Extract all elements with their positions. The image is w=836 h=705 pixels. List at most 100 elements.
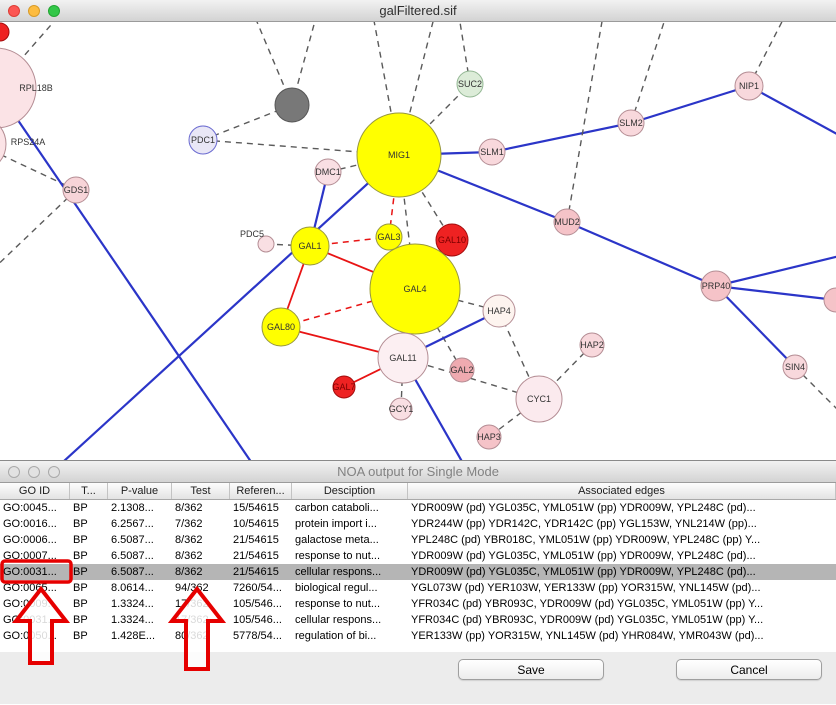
table-cell: BP: [73, 534, 88, 546]
network-edge[interactable]: [491, 121, 632, 154]
network-node-hap2[interactable]: [579, 332, 605, 358]
network-edge[interactable]: [400, 357, 404, 410]
table-cell: cellular respons...: [295, 614, 382, 626]
node-label: PDC5: [240, 229, 264, 239]
cancel-button[interactable]: Cancel: [676, 659, 822, 680]
network-edge[interactable]: [630, 84, 750, 125]
network-edge[interactable]: [715, 285, 796, 368]
table-cell: BP: [73, 630, 88, 642]
network-edge[interactable]: [630, 22, 668, 124]
network-node-pdc1[interactable]: [188, 125, 218, 155]
table-cell: 2.1308...: [111, 502, 154, 514]
network-edge[interactable]: [715, 284, 836, 302]
network-edge[interactable]: [566, 220, 717, 288]
network-node-mig1[interactable]: [356, 112, 442, 198]
table-cell: YGL073W (pd) YER103W, YER133W (pp) YOR31…: [411, 582, 761, 594]
table-cell: 7260/54...: [233, 582, 282, 594]
network-node-gal7[interactable]: [332, 375, 356, 399]
network-node-gcy1[interactable]: [389, 397, 413, 421]
network-node-mud2[interactable]: [553, 208, 581, 236]
column-header-5[interactable]: Desciption: [292, 483, 408, 499]
network-node-gds1[interactable]: [62, 176, 90, 204]
network-canvas[interactable]: RPL18BRPS24AGDS1PDC1DMC1MIG1SUC2SLM1SLM2…: [0, 22, 836, 460]
table-cell: 6.2567...: [111, 518, 154, 530]
network-node-gal4[interactable]: [369, 243, 461, 335]
zoom-icon[interactable]: [48, 466, 60, 478]
network-node-pdc5[interactable]: [257, 235, 275, 253]
table-cell: 8/362: [175, 502, 203, 514]
table-cell: 17/362: [175, 598, 209, 610]
zoom-icon[interactable]: [48, 5, 60, 17]
network-node-cyc1[interactable]: [515, 375, 563, 423]
noa-window-titlebar[interactable]: NOA output for Single Mode: [0, 461, 836, 483]
network-edge[interactable]: [566, 22, 604, 223]
table-cell: YER133W (pp) YOR315W, YNL145W (pd) YHR08…: [411, 630, 764, 642]
network-node-gal2[interactable]: [449, 357, 475, 383]
network-node-msn[interactable]: [823, 287, 836, 313]
minimize-icon[interactable]: [28, 5, 40, 17]
column-header-1[interactable]: T...: [70, 483, 108, 499]
network-edge[interactable]: [538, 344, 593, 400]
column-header-2[interactable]: P-value: [108, 483, 172, 499]
table-cell: 8.0614...: [111, 582, 154, 594]
network-node-gal11[interactable]: [377, 332, 429, 384]
table-cell: regulation of bi...: [295, 630, 377, 642]
table-cell: YDR009W (pd) YGL035C, YML051W (pp) YDR00…: [411, 566, 756, 578]
network-node-gray[interactable]: [274, 87, 310, 123]
minimize-icon[interactable]: [28, 466, 40, 478]
table-cell: GO:0031...: [3, 614, 57, 626]
network-node-rps24a[interactable]: [0, 116, 7, 172]
network-node-hap4[interactable]: [482, 294, 516, 328]
network-node-sin4[interactable]: [782, 354, 808, 380]
table-cell: biological regul...: [295, 582, 378, 594]
table-cell: YFR034C (pd) YBR093C, YDR009W (pd) YGL03…: [411, 614, 764, 626]
column-header-3[interactable]: Test: [172, 483, 230, 499]
network-edge[interactable]: [52, 154, 400, 460]
network-node-prp40[interactable]: [700, 270, 732, 302]
network-node-dmc1[interactable]: [314, 158, 342, 186]
network-node-gal1[interactable]: [290, 226, 330, 266]
table-cell: 21/54615: [233, 566, 279, 578]
table-cell: 6.5087...: [111, 534, 154, 546]
network-node-nip1[interactable]: [734, 71, 764, 101]
network-node-slm1[interactable]: [478, 138, 506, 166]
table-cell: 1.3324...: [111, 614, 154, 626]
table-cell: 15/54615: [233, 502, 279, 514]
network-node-hap3[interactable]: [476, 424, 502, 450]
close-icon[interactable]: [8, 5, 20, 17]
network-edge[interactable]: [0, 189, 77, 274]
table-cell: protein import i...: [295, 518, 377, 530]
table-cell: 8/362: [175, 566, 203, 578]
network-node-gal10[interactable]: [435, 223, 469, 257]
save-button[interactable]: Save: [458, 659, 604, 680]
node-label: RPS24A: [11, 137, 46, 147]
table-cell: 105/546...: [233, 614, 282, 626]
column-header-6[interactable]: Associated edges: [408, 483, 836, 499]
column-header-0[interactable]: GO ID: [0, 483, 70, 499]
network-node-rpl18b[interactable]: [0, 47, 37, 129]
network-edge[interactable]: [0, 88, 258, 460]
network-node-redcut[interactable]: [0, 22, 10, 42]
network-node-gal80[interactable]: [261, 307, 301, 347]
column-header-4[interactable]: Referen...: [230, 483, 292, 499]
table-cell: BP: [73, 582, 88, 594]
table-cell: GO:0007...: [3, 550, 57, 562]
close-icon[interactable]: [8, 466, 20, 478]
network-node-slm2[interactable]: [617, 109, 645, 137]
network-node-suc2[interactable]: [456, 70, 484, 98]
network-window-titlebar[interactable]: galFiltered.sif: [0, 0, 836, 22]
network-node-gal3[interactable]: [375, 223, 403, 251]
network-edge[interactable]: [748, 85, 836, 140]
network-edge[interactable]: [715, 254, 836, 288]
